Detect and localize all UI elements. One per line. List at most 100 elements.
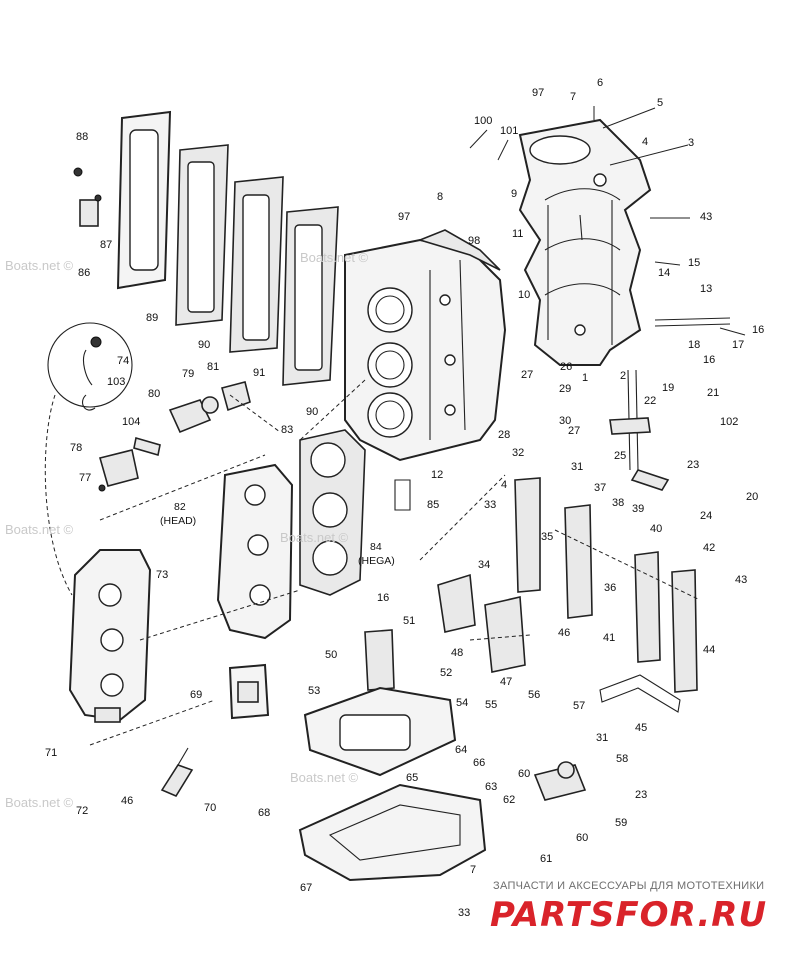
callout-78: 78: [70, 442, 83, 454]
linkage-group: [533, 761, 587, 801]
callout-63: 63: [485, 781, 498, 793]
callout-61: 61: [540, 853, 553, 865]
callout-8: 8: [437, 191, 444, 203]
callout-50: 50: [325, 649, 338, 661]
callout-38: 38: [612, 497, 625, 509]
callout-85: 85: [427, 499, 440, 511]
callout-67: 67: [300, 882, 313, 894]
callout-21: 21: [707, 387, 720, 399]
callout-47: 47: [500, 676, 513, 688]
callout-27-b: 27: [568, 425, 581, 437]
callout-15: 15: [688, 257, 701, 269]
callout-53: 53: [308, 685, 321, 697]
watermark-boats-net-5: Boats.net ©: [280, 530, 349, 545]
callout-22: 22: [644, 395, 657, 407]
callout-84-hega: (HEGA): [358, 555, 395, 567]
callout-3: 3: [688, 137, 695, 149]
callout-7-b: 7: [470, 864, 477, 876]
callout-16-c: 16: [377, 592, 390, 604]
callout-91: 91: [253, 367, 266, 379]
callout-100: 100: [474, 115, 493, 127]
callout-17: 17: [732, 339, 745, 351]
callout-31-b: 31: [596, 732, 609, 744]
callout-98: 98: [468, 235, 481, 247]
callout-81: 81: [207, 361, 220, 373]
exhaust-plates: [73, 110, 339, 386]
callout-37: 37: [594, 482, 607, 494]
callout-40: 40: [650, 523, 663, 535]
callout-25: 25: [614, 450, 627, 462]
callout-89: 89: [146, 312, 159, 324]
callout-103: 103: [107, 376, 126, 388]
callout-66: 66: [473, 757, 486, 769]
callout-13: 13: [700, 283, 713, 295]
callout-2: 2: [620, 370, 627, 382]
callout-79: 79: [182, 368, 195, 380]
callout-20: 20: [746, 491, 759, 503]
callout-48: 48: [451, 647, 464, 659]
callout-27-a: 27: [521, 369, 534, 381]
callout-42: 42: [703, 542, 716, 554]
callout-36: 36: [604, 582, 617, 594]
callout-28: 28: [498, 429, 511, 441]
callout-35: 35: [541, 531, 554, 543]
callout-84: 84: [370, 541, 382, 553]
callout-82-head: (HEAD): [160, 515, 197, 527]
callout-11: 11: [512, 228, 524, 240]
cylinder-block: [344, 229, 507, 462]
callout-62: 62: [503, 794, 516, 806]
callout-24: 24: [700, 510, 713, 522]
callout-23-b: 23: [635, 789, 648, 801]
callout-45: 45: [635, 722, 648, 734]
callout-55: 55: [485, 699, 498, 711]
callout-5: 5: [657, 97, 664, 109]
callout-18: 18: [688, 339, 701, 351]
callout-54: 54: [456, 697, 469, 709]
callout-1: 1: [582, 372, 589, 384]
callout-10: 10: [518, 289, 531, 301]
callout-88: 88: [76, 131, 89, 143]
callout-86: 86: [78, 267, 91, 279]
callout-6: 6: [597, 77, 604, 89]
callout-80: 80: [148, 388, 161, 400]
callout-16-b: 16: [703, 354, 716, 366]
watermark-boats-net-2: Boats.net ©: [5, 522, 74, 537]
callout-52: 52: [440, 667, 453, 679]
callout-102: 102: [720, 416, 739, 428]
watermark-boats-net-6: Boats.net ©: [300, 250, 369, 265]
callout-104: 104: [122, 416, 141, 428]
oil-pan: [298, 783, 487, 882]
adapter-plate: [303, 686, 457, 777]
callout-43-a: 43: [700, 211, 713, 223]
watermark-boats-net-3: Boats.net ©: [5, 795, 74, 810]
callout-33-b: 33: [458, 907, 471, 919]
callout-82: 82: [174, 501, 186, 513]
callout-71: 71: [45, 747, 58, 759]
watermark-boats-net-4: Boats.net ©: [290, 770, 359, 785]
callout-30: 30: [559, 415, 572, 427]
callout-34: 34: [478, 559, 491, 571]
callout-4-b: 4: [501, 479, 508, 491]
callout-77: 77: [79, 472, 92, 484]
callout-70: 70: [204, 802, 217, 814]
throttle-shaft: [579, 214, 731, 491]
spark-plug: [160, 747, 194, 798]
callout-69: 69: [190, 689, 203, 701]
callout-32: 32: [512, 447, 525, 459]
callout-72: 72: [76, 805, 89, 817]
callout-101: 101: [500, 125, 519, 137]
callout-56: 56: [528, 689, 541, 701]
callout-31-a: 31: [571, 461, 584, 473]
callout-46-b: 46: [121, 795, 134, 807]
callout-41: 41: [603, 632, 616, 644]
callout-39: 39: [632, 503, 645, 515]
callout-4: 4: [642, 136, 649, 148]
callout-44: 44: [703, 644, 716, 656]
callout-68: 68: [258, 807, 271, 819]
callout-19: 19: [662, 382, 675, 394]
callout-73: 73: [156, 569, 169, 581]
callout-26: 26: [560, 361, 573, 373]
callout-90-a: 90: [198, 339, 211, 351]
